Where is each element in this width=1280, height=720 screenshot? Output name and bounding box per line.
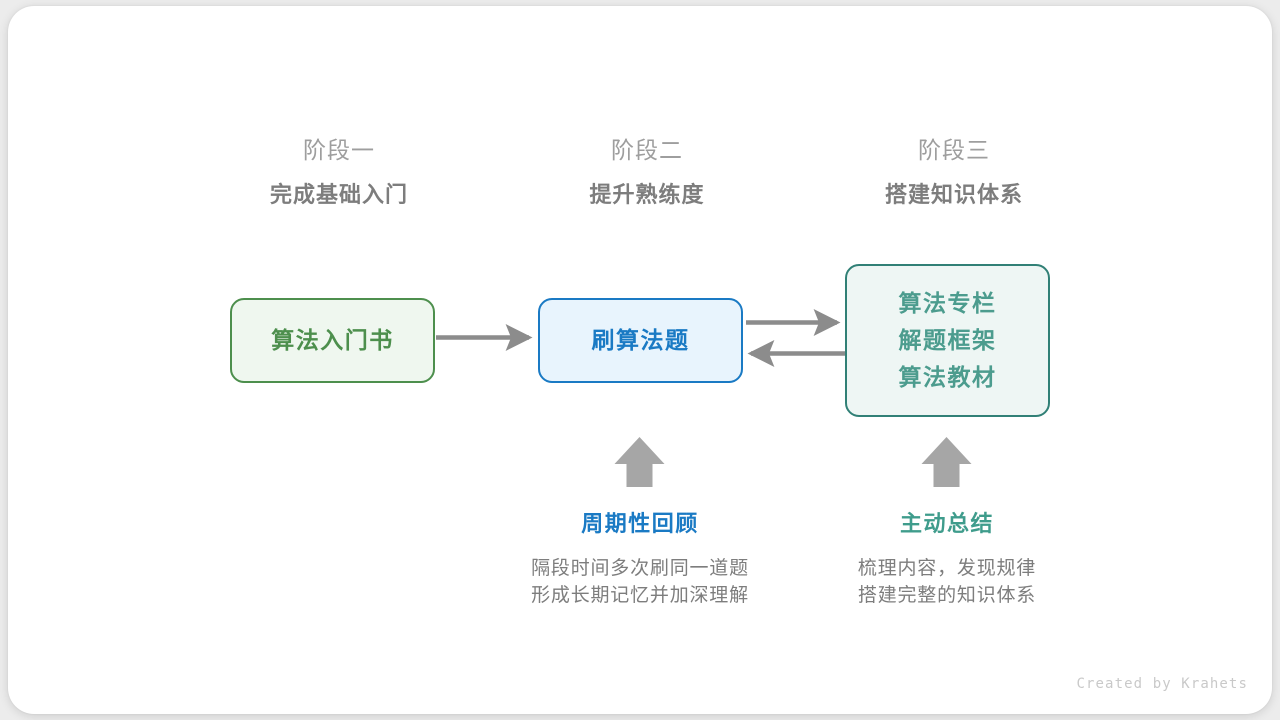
up-arrow-summary-icon — [921, 437, 972, 487]
stage-one-title: 完成基础入门 — [269, 182, 408, 207]
annotation-review-body: 隔段时间多次刷同一道题 形成长期记忆并加深理解 — [480, 555, 800, 609]
stage-header-one: 阶段一 完成基础入门 — [209, 134, 469, 210]
node-practice-problems[interactable]: 刷算法题 — [538, 298, 743, 383]
annotation-active-summary: 主动总结 梳理内容，发现规律 搭建完整的知识体系 — [787, 509, 1107, 609]
annotation-review-line-1: 隔段时间多次刷同一道题 — [531, 558, 749, 579]
node-algorithm-intro-book[interactable]: 算法入门书 — [230, 298, 435, 383]
node-resources-label-3: 算法教材 — [898, 364, 997, 390]
annotation-periodic-review: 周期性回顾 隔段时间多次刷同一道题 形成长期记忆并加深理解 — [480, 509, 800, 609]
stage-header-three: 阶段三 搭建知识体系 — [824, 134, 1084, 210]
node-knowledge-resources[interactable]: 算法专栏 解题框架 算法教材 — [845, 264, 1050, 417]
annotation-review-title: 周期性回顾 — [581, 511, 699, 536]
node-resources-label-2: 解题框架 — [898, 327, 997, 353]
annotation-summary-line-2: 搭建完整的知识体系 — [857, 585, 1037, 606]
diagram-canvas: 阶段一 完成基础入门 阶段二 提升熟练度 阶段三 搭建知识体系 — [8, 6, 1272, 714]
stage-two-title: 提升熟练度 — [589, 182, 705, 207]
credit-text: Created by Krahets — [1076, 676, 1248, 692]
node-resources-label-1: 算法专栏 — [898, 290, 997, 316]
annotation-review-line-2: 形成长期记忆并加深理解 — [531, 585, 749, 606]
stage-three-number: 阶段三 — [918, 137, 990, 163]
node-book-label-1: 算法入门书 — [271, 327, 394, 353]
stage-three-title: 搭建知识体系 — [884, 182, 1023, 207]
annotation-summary-line-1: 梳理内容，发现规律 — [857, 558, 1037, 579]
up-arrow-review-icon — [614, 437, 665, 487]
stage-two-number: 阶段二 — [611, 137, 683, 163]
annotation-summary-body: 梳理内容，发现规律 搭建完整的知识体系 — [787, 555, 1107, 609]
diagram-card: 阶段一 完成基础入门 阶段二 提升熟练度 阶段三 搭建知识体系 — [8, 6, 1272, 714]
annotation-summary-title: 主动总结 — [899, 511, 994, 536]
stage-one-number: 阶段一 — [303, 137, 375, 163]
node-practice-label-1: 刷算法题 — [591, 327, 690, 353]
stage-header-two: 阶段二 提升熟练度 — [517, 134, 777, 210]
